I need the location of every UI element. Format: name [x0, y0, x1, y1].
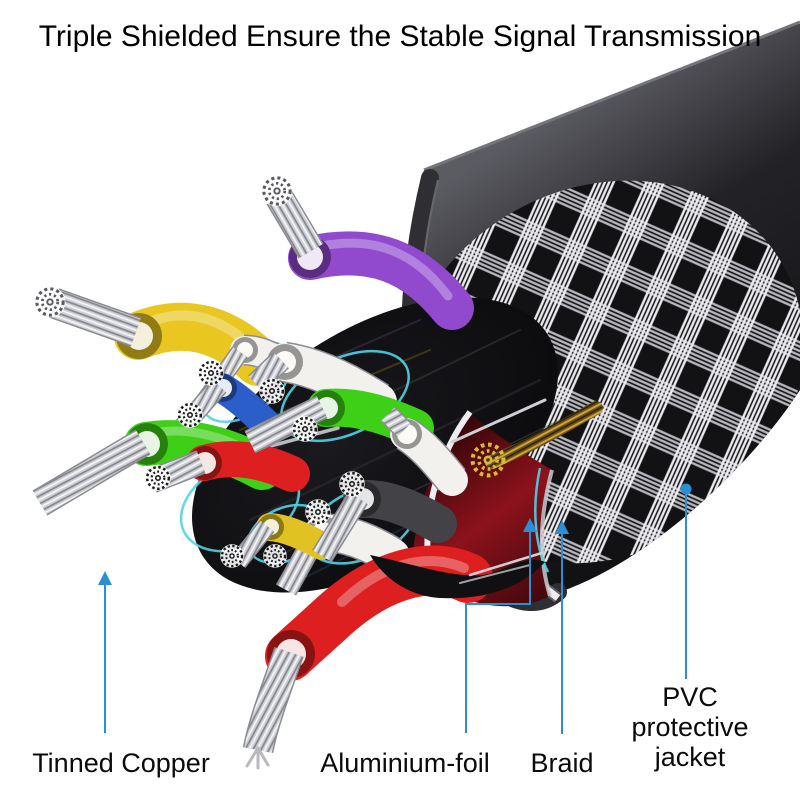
label-tinned-copper: Tinned Copper: [32, 748, 210, 778]
bare-wire-thin-2: [450, 398, 547, 444]
wire-cross-section-icon: [176, 401, 204, 429]
strand-splay-tip: [245, 746, 270, 770]
wire-gray: [312, 479, 457, 563]
wire-cross-section-icon: [338, 470, 366, 498]
sheath-tail: [370, 555, 545, 599]
leader-lines: [98, 483, 692, 734]
jacket-top-edge-highlight: [423, 20, 800, 172]
label-pvc-jacket: PVC protective jacket: [631, 682, 749, 772]
wire-cross-section-icon: [197, 359, 225, 387]
sheath-tail-strand-2: [459, 564, 531, 584]
drain-wire: [485, 401, 603, 469]
tinned-copper-arrowhead: [98, 571, 112, 585]
aluminium-foil-arrowhead: [523, 518, 537, 532]
title-text: Triple Shielded Ensure the Stable Signal…: [38, 20, 762, 53]
braid-arrowhead: [555, 520, 569, 534]
wire-purple: [266, 189, 474, 330]
wire-cross-section-icon: [304, 498, 332, 526]
label-aluminium-foil: Aluminium-foil: [320, 748, 490, 778]
wire-white-right: [380, 406, 468, 496]
aluminium-foil-leader: [465, 530, 531, 733]
wire-cross-section-icon: [144, 464, 172, 492]
wire-cross-section-icon: [219, 543, 245, 569]
wire-cross-section-icon: [33, 285, 67, 319]
foil-silver-edge: [540, 469, 554, 597]
wire-cross-section-icon: [258, 377, 286, 405]
wire-cross-section-icon: [291, 415, 319, 443]
wire-cross-section-icon: [260, 174, 294, 208]
wire-cross-section-icon: [262, 543, 288, 569]
label-braid: Braid: [530, 748, 594, 778]
wire-yellow: [48, 288, 282, 386]
sheath-tail-strand: [468, 550, 547, 577]
